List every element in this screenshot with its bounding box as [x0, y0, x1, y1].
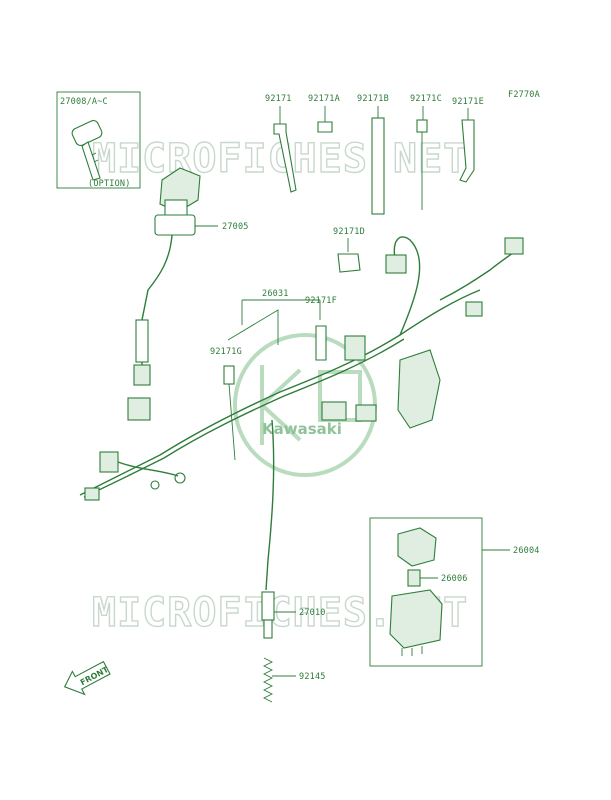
figure-code: F2770A — [508, 90, 540, 100]
relay-box[interactable]: 26004 26006 — [369, 517, 540, 667]
callout-92145: 92145 — [299, 672, 326, 682]
callout-27010: 27010 — [299, 608, 326, 618]
svg-text:92171: 92171 — [265, 94, 292, 104]
clamp-92171f[interactable]: 92171F — [305, 296, 337, 361]
ignition-switch[interactable]: 27005 — [133, 167, 249, 386]
callout-26004: 26004 — [513, 546, 540, 556]
callout-27008: 27008/A~C — [60, 97, 108, 107]
svg-text:92171E: 92171E — [452, 97, 484, 107]
callout-26031: 26031 — [262, 289, 289, 299]
brand-logo-text: Kawasaki — [262, 420, 342, 438]
svg-text:92171B: 92171B — [357, 94, 389, 104]
svg-text:92171F: 92171F — [305, 296, 337, 306]
cable-27010[interactable]: 27010 — [261, 419, 326, 639]
callout-27005: 27005 — [222, 222, 249, 232]
clamp-92171c[interactable]: 92171C — [410, 94, 442, 210]
clamp-92171a[interactable]: 92171A — [308, 94, 340, 133]
front-arrow-icon: FRONT — [63, 660, 111, 696]
key-icon — [71, 120, 103, 181]
wiring-harness[interactable] — [79, 236, 524, 501]
callout-26031-group[interactable]: 26031 — [241, 289, 321, 325]
clamp-92171[interactable]: 92171 — [265, 94, 297, 193]
svg-text:92171D: 92171D — [333, 227, 365, 237]
clamp-92171b[interactable]: 92171B — [357, 94, 389, 215]
svg-text:92171G: 92171G — [210, 347, 242, 357]
clamp-92171e[interactable]: 92171E — [452, 97, 484, 183]
svg-text:92171A: 92171A — [308, 94, 340, 104]
watermark-top: MICROFICHES.NET — [92, 136, 468, 182]
svg-text:92171C: 92171C — [410, 94, 442, 104]
brand-logo: Kawasaki — [233, 333, 377, 477]
callout-26006: 26006 — [441, 574, 468, 584]
key-option-label: (OPTION) — [88, 179, 131, 189]
clamp-92171d[interactable]: 92171D — [333, 227, 365, 273]
clamp-92171g[interactable]: 92171G — [210, 309, 279, 461]
spring-92145[interactable]: 92145 — [262, 657, 326, 703]
key-group[interactable]: 27008/A~C (OPTION) — [56, 91, 141, 189]
